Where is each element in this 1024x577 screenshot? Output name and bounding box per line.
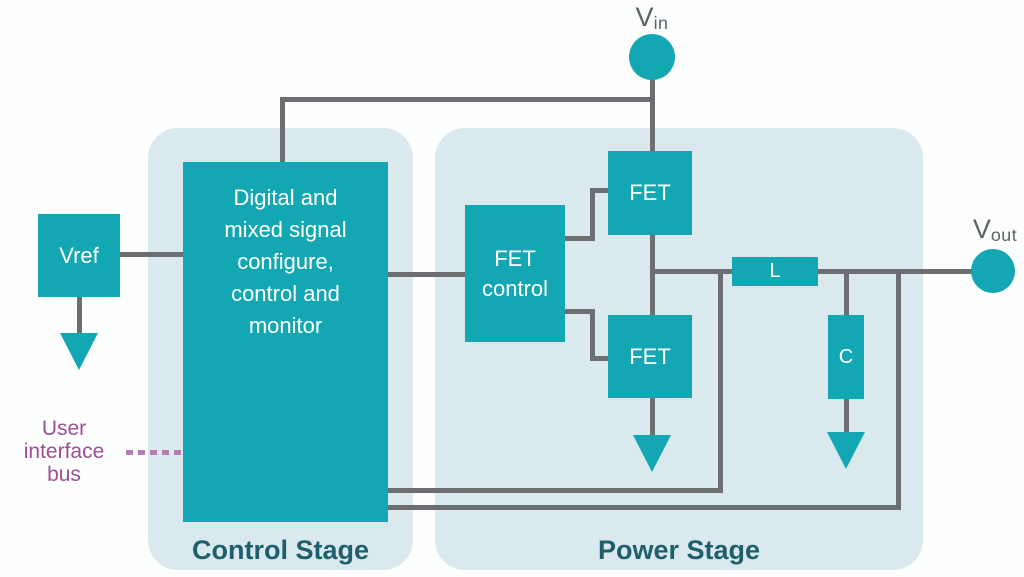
vin-terminal-label: Vin — [602, 2, 702, 34]
vout-terminal — [971, 249, 1015, 293]
capacitor-ground-arrow-icon — [827, 432, 865, 469]
uib-line-3: bus — [47, 463, 81, 486]
controller-line-3: configure, — [237, 249, 334, 274]
vref-ground-arrow-icon — [60, 333, 98, 370]
controller-line-2: mixed signal — [224, 217, 347, 242]
wire-feedback2-horizontal — [388, 505, 901, 510]
fet-low-block: FET — [608, 315, 692, 398]
vref-block: Vref — [38, 214, 120, 297]
controller-line-1: Digital and — [233, 185, 338, 210]
wire-fetcontrol-low-riser — [590, 309, 595, 361]
user-interface-bus-dashed-connector — [126, 450, 184, 455]
fet-high-block: FET — [608, 151, 692, 235]
wire-fetcontrol-low-out — [565, 309, 595, 314]
controller-block: Digital and mixed signal configure, cont… — [183, 162, 388, 522]
wire-vin-to-controller — [280, 97, 285, 164]
wire-fetcontrol-low-in — [590, 356, 608, 361]
inductor-label: L — [769, 260, 781, 282]
wire-fetcontrol-high-in — [590, 188, 608, 193]
fet-low-ground-arrow-icon — [633, 435, 671, 472]
wire-vin-branch-horizontal — [280, 97, 655, 102]
controller-line-4: control and — [231, 281, 340, 306]
wire-vin-drop — [650, 76, 655, 153]
fet-low-label: FET — [629, 343, 671, 369]
wire-feedback2-drop — [896, 269, 901, 510]
fet-control-block: FET control — [465, 205, 565, 342]
vref-label: Vref — [59, 242, 99, 268]
wire-controller-to-fetcontrol — [388, 272, 466, 277]
capacitor-label: C — [838, 345, 854, 368]
control-stage-title: Control Stage — [191, 535, 369, 565]
fet-control-label: FET control — [482, 244, 548, 304]
wire-vref-ground — [77, 297, 82, 335]
vout-terminal-label: Vout — [945, 214, 1024, 246]
wire-fet-low-ground — [650, 396, 655, 438]
capacitor-block: C — [828, 315, 864, 399]
fet-control-line-2: control — [481, 275, 549, 301]
power-stage-title: Power Stage — [597, 535, 761, 565]
controller-label: Digital and mixed signal configure, cont… — [224, 162, 346, 342]
wire-fetcontrol-high-riser — [590, 188, 595, 241]
vout-label-sub: out — [990, 225, 1018, 246]
wire-fet-midpoint — [650, 233, 655, 317]
inductor-block: L — [732, 257, 818, 286]
fet-control-line-1: FET — [494, 245, 536, 271]
wire-fetcontrol-high-out — [565, 236, 595, 241]
controller-line-5: monitor — [248, 313, 323, 338]
wire-vref-to-controller — [120, 252, 184, 257]
vin-label-sub: in — [653, 13, 669, 34]
wire-feedback1-drop — [718, 269, 723, 493]
uib-line-2: interface — [23, 440, 105, 463]
fet-high-label: FET — [629, 180, 671, 205]
uib-line-1: User — [41, 417, 87, 440]
user-interface-bus-label: User interface bus — [8, 417, 120, 486]
vin-label-main: V — [635, 2, 654, 32]
vout-label-main: V — [972, 214, 991, 244]
wire-feedback1-horizontal — [388, 488, 723, 493]
vin-terminal — [629, 34, 675, 80]
